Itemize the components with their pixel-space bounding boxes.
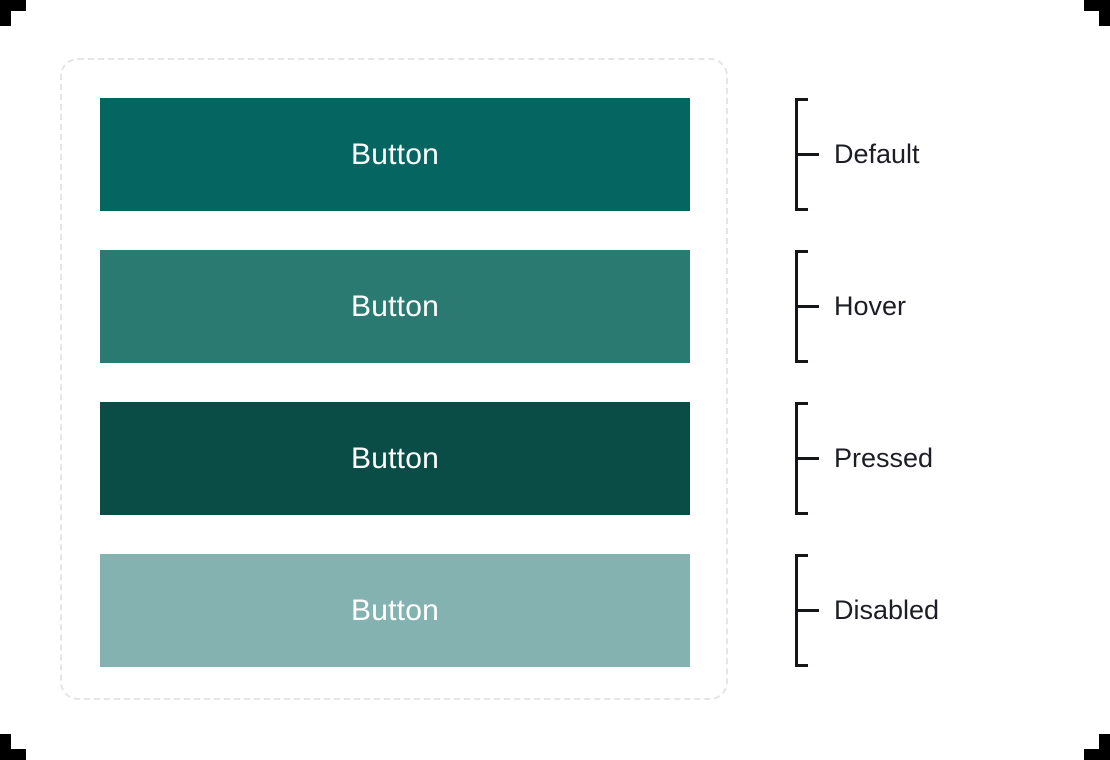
- annotation-label-default: Default: [834, 139, 920, 169]
- annotation-slot-default: Default: [786, 98, 1106, 211]
- annotation-slot-disabled: Disabled: [786, 554, 1106, 667]
- annotation-slot-hover: Hover: [786, 250, 1106, 363]
- annotation-label-disabled: Disabled: [834, 595, 940, 625]
- bracket-icon: [786, 554, 819, 667]
- crop-marker-top-right-icon: [1084, 0, 1110, 26]
- dashed-frame: [60, 58, 728, 700]
- annotation-column: Default Hover Pressed: [786, 98, 1106, 667]
- state-row-pressed: Button: [100, 402, 690, 515]
- button-stack: Button Button Button Button: [100, 98, 690, 667]
- bracket-icon: [786, 250, 819, 363]
- button-state-hover[interactable]: Button: [100, 250, 690, 363]
- state-row-disabled: Button: [100, 554, 690, 667]
- button-state-default[interactable]: Button: [100, 98, 690, 211]
- button-state-disabled: Button: [100, 554, 690, 667]
- annotation-default: Default: [786, 98, 1110, 211]
- annotation-pressed: Pressed: [786, 402, 1110, 515]
- annotation-label-hover: Hover: [834, 291, 907, 321]
- annotation-hover: Hover: [786, 250, 1110, 363]
- state-row-default: Button: [100, 98, 690, 211]
- bracket-icon: [786, 98, 819, 211]
- annotation-disabled: Disabled: [786, 554, 1110, 667]
- bracket-icon: [786, 402, 819, 515]
- crop-marker-bottom-left-icon: [0, 734, 26, 760]
- crop-marker-bottom-right-icon: [1084, 734, 1110, 760]
- annotation-slot-pressed: Pressed: [786, 402, 1106, 515]
- crop-marker-top-left-icon: [0, 0, 26, 26]
- annotation-label-pressed: Pressed: [834, 443, 934, 473]
- state-row-hover: Button: [100, 250, 690, 363]
- button-state-pressed[interactable]: Button: [100, 402, 690, 515]
